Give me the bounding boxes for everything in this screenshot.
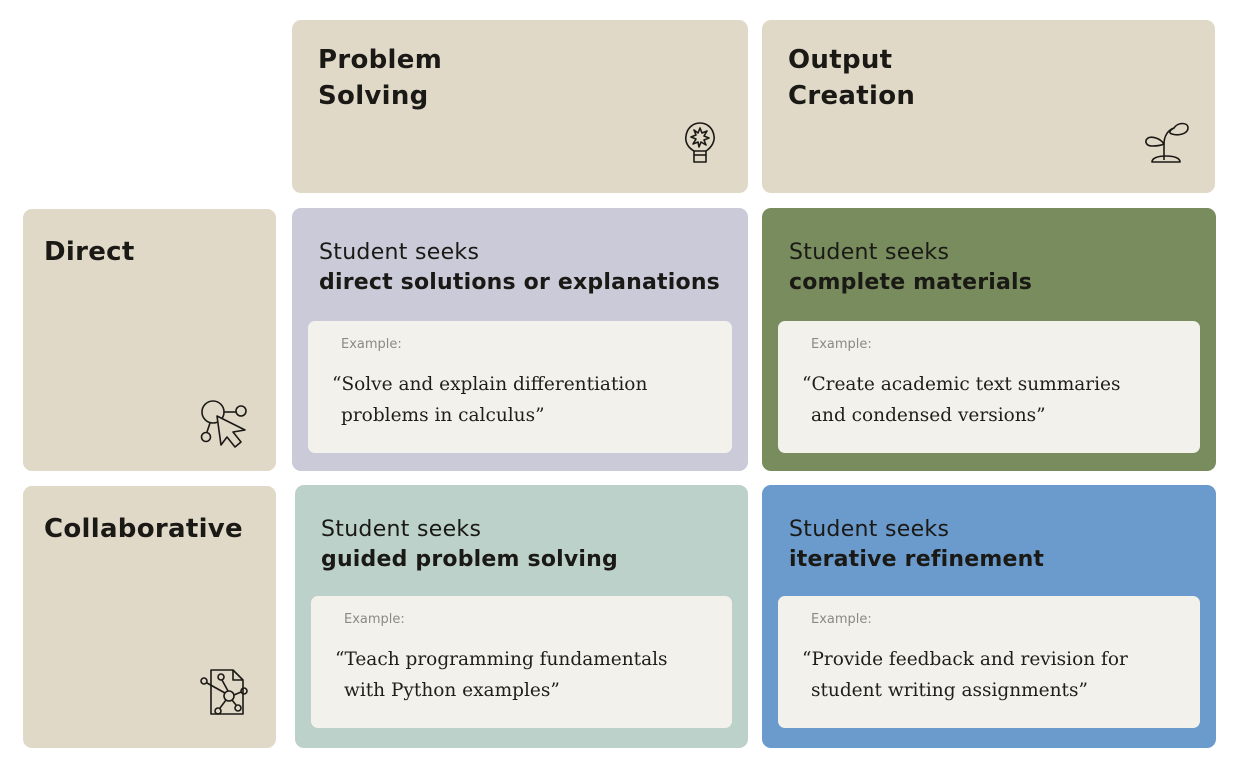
example-quote: “Solve and explain differentiation probl… [332,369,712,431]
cell-heading: Student seeks complete materials [789,238,1032,298]
example-label: Example: [344,612,405,627]
example-box: Example: “Teach programming fundamentals… [311,596,732,728]
cell-heading: Student seeks guided problem solving [321,515,618,575]
heading-prefix: Student seeks [321,517,482,542]
heading-prefix: Student seeks [789,240,950,265]
quote-line-2: student writing assignments” [811,680,1088,701]
heading-emphasis: guided problem solving [321,547,618,572]
example-quote: “Teach programming fundamentals with Pyt… [335,644,712,706]
row-header-collaborative: Collaborative [23,486,276,748]
example-label: Example: [341,337,402,352]
column-header-problem-solving: Problem Solving [292,20,748,193]
quote-line-1: “Solve and explain differentiation [332,374,648,395]
cell-direct-problem-solving: Student seeks direct solutions or explan… [292,208,748,471]
heading-prefix: Student seeks [319,240,480,265]
heading-emphasis: complete materials [789,270,1033,295]
column-title: Output Creation [788,45,916,111]
example-label: Example: [811,337,872,352]
quote-line-1: “Provide feedback and revision for [802,649,1128,670]
cell-direct-output-creation: Student seeks complete materials Example… [762,208,1216,471]
quote-line-2: and condensed versions” [811,405,1046,426]
row-title: Collaborative [44,514,243,544]
cell-collaborative-problem-solving: Student seeks guided problem solving Exa… [295,485,748,748]
example-quote: “Provide feedback and revision for stude… [802,644,1180,706]
heading-emphasis: iterative refinement [789,547,1045,572]
quote-line-1: “Create academic text summaries [802,374,1121,395]
heading-emphasis: direct solutions or explanations [319,270,720,295]
row-header-direct: Direct [23,209,276,471]
row-title: Direct [44,237,135,267]
lightbulb-icon [684,122,715,163]
example-quote: “Create academic text summaries and cond… [802,369,1180,431]
cursor-network-icon [200,400,247,448]
quote-line-2: with Python examples” [344,680,560,701]
sprout-icon [1145,122,1189,163]
cell-collaborative-output-creation: Student seeks iterative refinement Examp… [762,485,1216,748]
quote-line-2: problems in calculus” [341,405,545,426]
heading-prefix: Student seeks [789,517,950,542]
column-title: Problem Solving [318,45,443,111]
cell-heading: Student seeks iterative refinement [789,515,1044,575]
quote-line-1: “Teach programming fundamentals [335,649,668,670]
example-box: Example: “Solve and explain differentiat… [308,321,732,453]
column-header-output-creation: Output Creation [762,20,1215,193]
example-box: Example: “Create academic text summaries… [778,321,1200,453]
document-network-icon [200,669,248,715]
example-label: Example: [811,612,872,627]
cell-heading: Student seeks direct solutions or explan… [319,238,720,298]
example-box: Example: “Provide feedback and revision … [778,596,1200,728]
